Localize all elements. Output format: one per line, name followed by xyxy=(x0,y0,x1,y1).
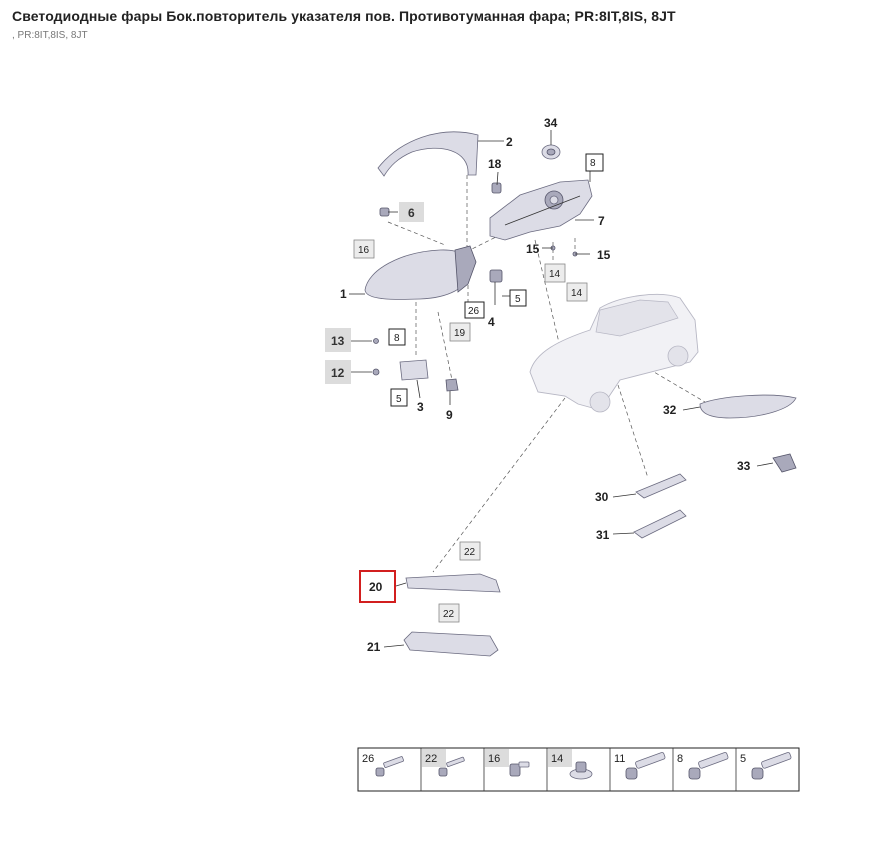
callout-32[interactable]: 32 xyxy=(663,403,677,417)
callout-22-a[interactable]: 22 xyxy=(464,547,476,558)
callout-30[interactable]: 30 xyxy=(595,490,609,504)
callout-19[interactable]: 19 xyxy=(454,328,466,339)
callout-5-box-b xyxy=(390,388,408,407)
bolt-8-icon xyxy=(688,752,729,780)
part-18-clip[interactable] xyxy=(491,182,502,194)
part-1-headlight-rear xyxy=(454,245,477,293)
callout-8-top[interactable]: 8 xyxy=(590,158,596,169)
callout-22-box-b xyxy=(438,603,460,623)
fastener-5-label[interactable]: 5 xyxy=(740,753,746,765)
part-21-fog-light[interactable] xyxy=(403,631,499,657)
callout-2[interactable]: 2 xyxy=(506,135,513,149)
callout-8-box-top xyxy=(585,153,604,172)
fastener-8-label[interactable]: 8 xyxy=(677,753,683,765)
fastener-table: 26 22 16 14 11 8 5 xyxy=(357,747,800,792)
part-1-headlight[interactable] xyxy=(364,249,471,300)
part-9-connector[interactable] xyxy=(445,378,459,392)
bolt-11-icon xyxy=(625,752,666,780)
part-6-clip[interactable] xyxy=(379,207,390,217)
part-31-side-marker[interactable] xyxy=(633,509,687,539)
fastener-26-label[interactable]: 26 xyxy=(362,753,374,765)
part-2-trim-strip[interactable] xyxy=(377,131,479,177)
part-13-screw[interactable] xyxy=(373,338,379,344)
part-7-headlight-housing[interactable] xyxy=(489,179,593,241)
callout-5-b[interactable]: 5 xyxy=(396,394,402,405)
callout-8-mid[interactable]: 8 xyxy=(394,333,400,344)
nut-16-icon xyxy=(509,761,530,777)
callout-22-b[interactable]: 22 xyxy=(443,609,455,620)
callout-6-box xyxy=(399,202,424,222)
callout-19-box xyxy=(449,322,471,342)
callout-15-left[interactable]: 15 xyxy=(526,242,540,256)
part-4-bracket[interactable] xyxy=(489,269,503,283)
part-34-cap[interactable] xyxy=(541,144,561,160)
callout-8-box-mid xyxy=(388,328,406,346)
callout-13-box xyxy=(325,328,351,352)
part-30-side-marker[interactable] xyxy=(635,473,687,499)
part-32-mirror-turn-signal[interactable] xyxy=(699,394,797,419)
callout-3[interactable]: 3 xyxy=(417,400,424,414)
callout-14-box-b xyxy=(566,282,588,302)
callout-5-a[interactable]: 5 xyxy=(515,294,521,305)
page-title: Светодиодные фары Бок.повторитель указат… xyxy=(12,8,676,24)
screw-22-icon xyxy=(438,756,465,777)
fastener-14-label-bg xyxy=(548,749,572,767)
fastener-16-label-bg xyxy=(485,749,509,767)
callout-33[interactable]: 33 xyxy=(737,459,751,473)
fastener-22-label[interactable]: 22 xyxy=(425,753,437,765)
callout-34[interactable]: 34 xyxy=(544,116,558,130)
fastener-11-label[interactable]: 11 xyxy=(614,753,625,765)
callout-6[interactable]: 6 xyxy=(408,206,415,220)
callout-13[interactable]: 13 xyxy=(331,334,345,348)
callout-21[interactable]: 21 xyxy=(367,640,381,654)
callout-16-box xyxy=(353,239,375,259)
vehicle-outline xyxy=(529,293,699,413)
part-20-daytime-running-light[interactable] xyxy=(405,573,501,593)
callout-31[interactable]: 31 xyxy=(596,528,610,542)
callout-14-a[interactable]: 14 xyxy=(549,269,561,280)
part-7-housing-detail xyxy=(504,190,581,226)
callout-1[interactable]: 1 xyxy=(340,287,347,301)
callout-5-box-a xyxy=(509,289,527,307)
callout-9[interactable]: 9 xyxy=(446,408,453,422)
fastener-16-label[interactable]: 16 xyxy=(488,753,500,765)
callout-12-box xyxy=(325,360,351,384)
callout-14-b[interactable]: 14 xyxy=(571,288,583,299)
callout-4[interactable]: 4 xyxy=(488,315,495,329)
callout-14-box-a xyxy=(544,263,566,283)
page-subtitle: , PR:8IT,8IS, 8JT xyxy=(12,30,88,41)
leader-lines xyxy=(349,130,774,648)
fastener-22-label-bg xyxy=(422,749,446,767)
callout-20[interactable]: 20 xyxy=(369,580,383,594)
bolt-5-icon xyxy=(751,752,792,780)
part-33-connector[interactable] xyxy=(772,453,797,473)
callout-16[interactable]: 16 xyxy=(358,245,370,256)
part-3-control-unit[interactable] xyxy=(399,359,429,381)
part-12-nut[interactable] xyxy=(372,368,380,376)
callout-18[interactable]: 18 xyxy=(488,157,502,171)
selected-part-highlight xyxy=(359,570,396,603)
screw-26-icon xyxy=(375,756,404,777)
fastener-14-label[interactable]: 14 xyxy=(551,753,563,765)
callout-22-box-a xyxy=(459,541,481,561)
callout-7[interactable]: 7 xyxy=(598,214,605,228)
clip-14-icon xyxy=(569,761,593,780)
callout-26[interactable]: 26 xyxy=(468,306,480,317)
callout-12[interactable]: 12 xyxy=(331,366,345,380)
callout-26-box xyxy=(464,301,485,319)
callout-15-right[interactable]: 15 xyxy=(597,248,611,262)
